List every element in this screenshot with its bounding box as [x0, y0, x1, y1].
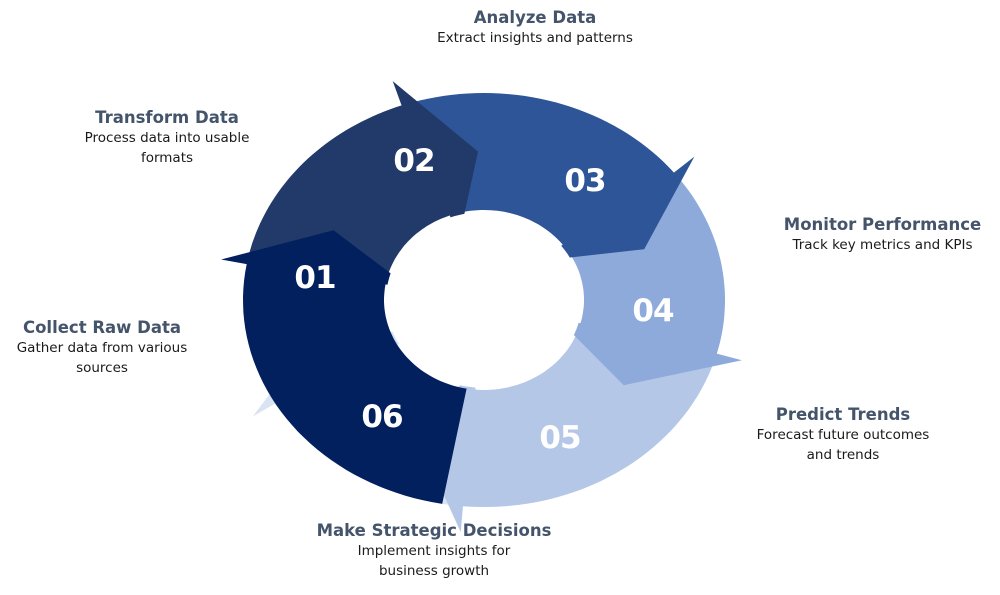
step-label-01: Collect Raw Data Gather data from variou… — [0, 318, 204, 378]
step-description: Track key metrics and KPIs — [792, 237, 973, 253]
step-number: 02 — [393, 143, 434, 179]
step-number: 01 — [294, 260, 335, 296]
step-title: Predict Trends — [775, 405, 911, 424]
step-arrow-shape — [246, 81, 478, 285]
step-description: Extract insights and patterns — [437, 30, 633, 46]
step-title: Collect Raw Data — [22, 318, 182, 337]
step-description: sources — [76, 360, 128, 376]
center-hole — [386, 212, 582, 388]
step-label-04: Monitor Performance Track key metrics an… — [770, 215, 995, 255]
step-description: Process data into usable — [84, 130, 250, 146]
step-arrow-shape — [382, 93, 695, 261]
step-description: formats — [140, 150, 194, 166]
step-number: 06 — [361, 399, 402, 435]
step-number: 03 — [564, 163, 605, 199]
cycle-step-01 — [221, 230, 467, 504]
step-title: Make Strategic Decisions — [316, 521, 552, 540]
step-description: Implement insights for — [357, 543, 511, 559]
step-number: 05 — [539, 420, 580, 456]
step-number: 04 — [632, 293, 674, 329]
step-label-02: Transform Data Process data into usable … — [62, 108, 272, 168]
step-title: Analyze Data — [473, 8, 597, 27]
cycle-step-03 — [382, 93, 695, 261]
step-label-06: Make Strategic Decisions Implement insig… — [310, 521, 558, 581]
step-description: Forecast future outcomes — [756, 427, 930, 443]
step-arrow-shape — [221, 230, 467, 504]
cycle-step-02 — [246, 81, 478, 285]
step-label-05: Predict Trends Forecast future outcomes … — [738, 405, 948, 465]
step-title: Transform Data — [95, 108, 239, 127]
step-description: Gather data from various — [16, 340, 188, 356]
step-description: business growth — [378, 563, 490, 579]
step-description: and trends — [806, 447, 880, 463]
step-label-03: Analyze Data Extract insights and patter… — [410, 8, 660, 48]
step-title: Monitor Performance — [783, 215, 982, 234]
